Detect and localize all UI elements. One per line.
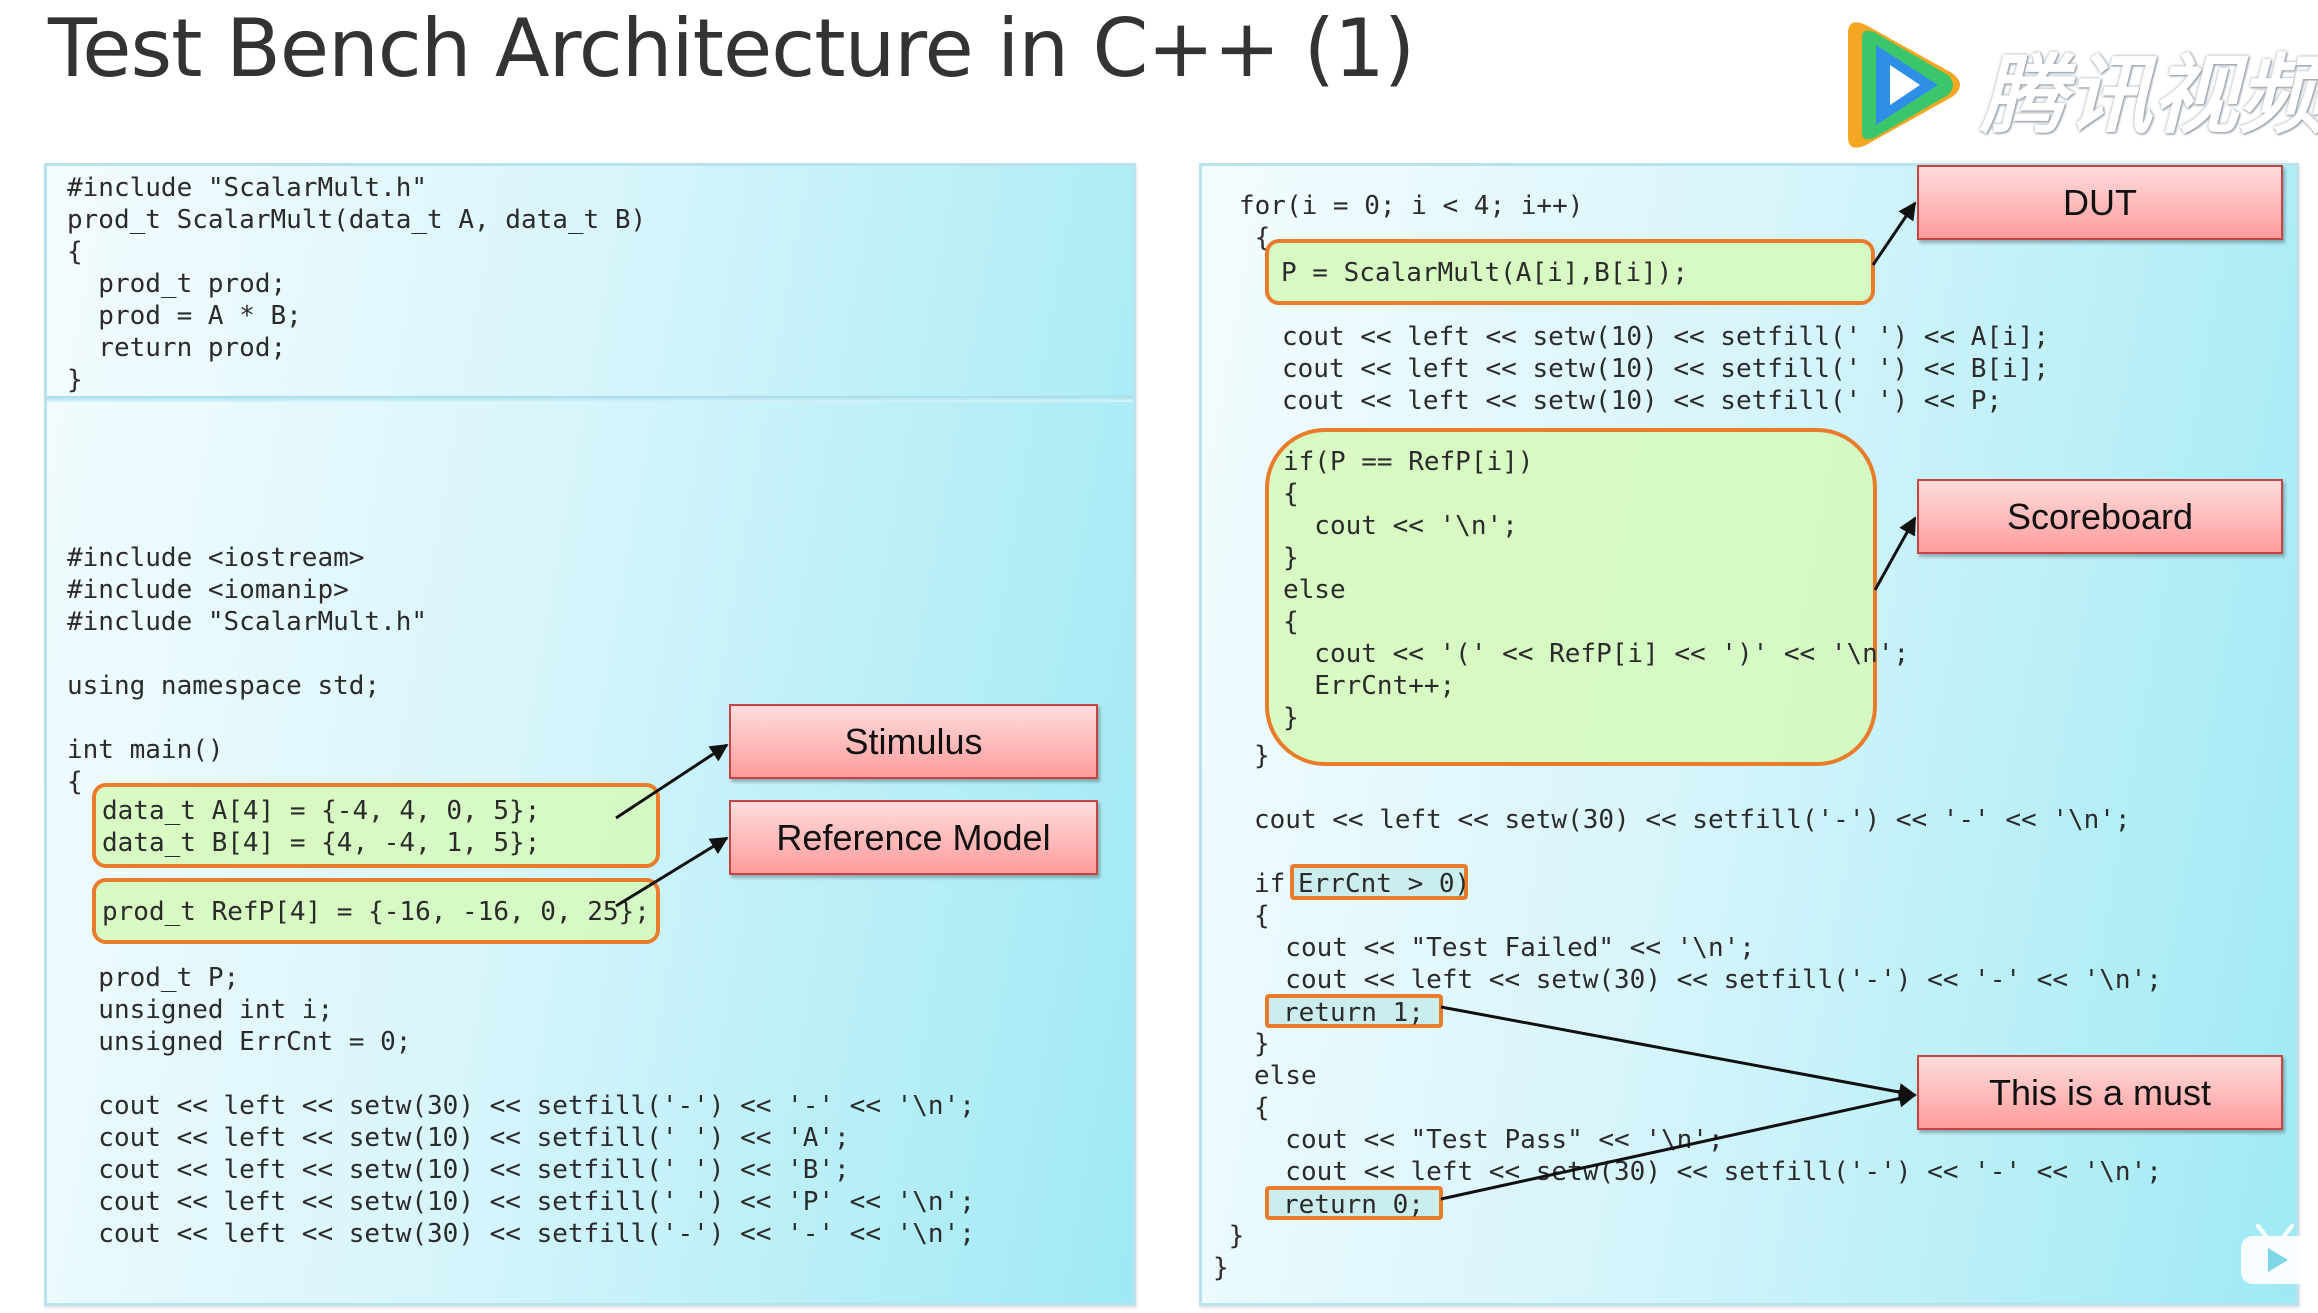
if-keyword: if (1254, 869, 1286, 899)
for-loop-header: for(i = 0; i < 4; i++) { (1239, 191, 1584, 253)
after-loop-line: cout << left << setw(30) << setfill('-')… (1254, 805, 2131, 835)
return-fail-code: return 1; (1283, 998, 1424, 1028)
refmodel-highlight: prod_t RefP[4] = {-16, -16, 0, 25}; (92, 878, 660, 944)
closing-braces: } } (1213, 1221, 1245, 1283)
cout-lines: cout << left << setw(10) << setfill(' ')… (1282, 322, 2050, 416)
stimulus-label: Stimulus (729, 704, 1098, 779)
scoreboard-highlight: if(P == RefP[i]) { cout << '\n'; } else … (1265, 428, 1909, 766)
return-pass-code: return 0; (1283, 1190, 1424, 1220)
scoreboard-label: Scoreboard (1917, 479, 2283, 554)
tencent-video-logo: 腾讯视频 (1830, 15, 2318, 155)
tencent-video-play-icon (1848, 22, 1960, 148)
header-code: #include "ScalarMult.h" prod_t ScalarMul… (67, 173, 647, 395)
errcnt-highlight: ErrCnt > 0) (1290, 864, 1471, 900)
tencent-video-text: 腾讯视频 (1980, 46, 2318, 146)
bilibili-tv-icon (2241, 1224, 2309, 1284)
main-code-top: #include <iostream> #include <iomanip> #… (67, 543, 428, 797)
fail-block: { cout << "Test Failed" << '\n'; cout <<… (1254, 901, 2162, 995)
stimulus-code: data_t A[4] = {-4, 4, 0, 5}; data_t B[4]… (102, 796, 541, 858)
must-label: This is a must (1917, 1055, 2283, 1130)
panel-divider (47, 396, 1133, 402)
slide-title: Test Bench Architecture in C++ (1) (48, 2, 1415, 95)
stimulus-highlight: data_t A[4] = {-4, 4, 0, 5}; data_t B[4]… (92, 783, 660, 868)
refmodel-code: prod_t RefP[4] = {-16, -16, 0, 25}; (102, 897, 650, 927)
scoreboard-code: if(P == RefP[i]) { cout << '\n'; } else … (1283, 447, 1910, 733)
dut-code: P = ScalarMult(A[i],B[i]); (1281, 258, 1688, 288)
main-code-bottom: prod_t P; unsigned int i; unsigned ErrCn… (98, 963, 975, 1249)
dut-highlight: P = ScalarMult(A[i],B[i]); (1265, 239, 1875, 305)
errcnt-condition: ErrCnt > 0) (1298, 869, 1471, 899)
dut-label: DUT (1917, 165, 2283, 240)
right-code-panel: for(i = 0; i < 4; i++) { P = ScalarMult(… (1199, 163, 2299, 1306)
return-fail-highlight: return 1; (1265, 994, 1443, 1028)
return-pass-highlight: return 0; (1265, 1186, 1443, 1220)
reference-model-label: Reference Model (729, 800, 1098, 875)
for-loop-close: } (1254, 741, 1270, 771)
